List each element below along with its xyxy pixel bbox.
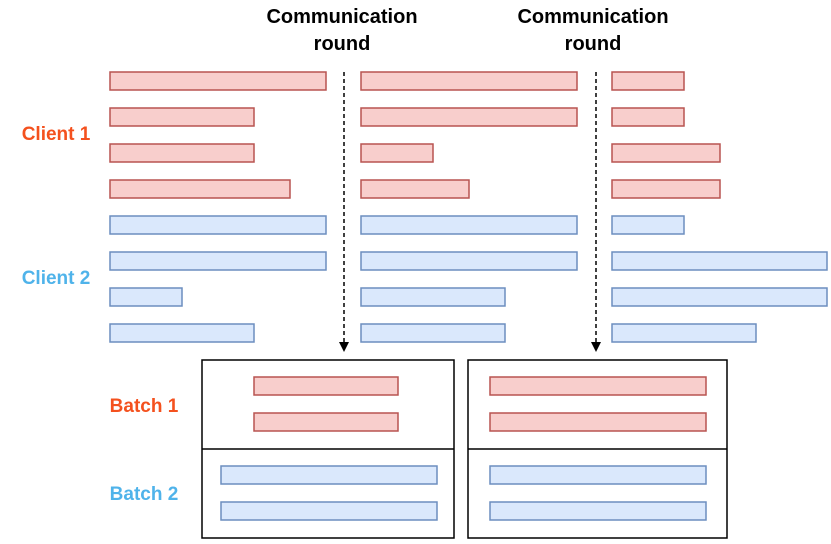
sequence-bar [611, 251, 828, 271]
sequence-bar [109, 143, 255, 163]
sequence-bar [109, 323, 255, 343]
round-1-title-line-1: Communication [266, 6, 417, 28]
sequence-bar [360, 179, 470, 199]
client-1-sequences [109, 71, 721, 199]
round-2-title-line-2: round [565, 33, 622, 55]
sequence-bar [360, 215, 578, 235]
sequence-bar [360, 287, 506, 307]
round-1-title-line-2: round [314, 33, 371, 55]
batch-2-round-2-sequences [489, 465, 707, 521]
sequence-bar [489, 465, 707, 485]
sequence-bar [360, 107, 578, 127]
sequence-bar [109, 287, 183, 307]
sequence-bar [611, 107, 685, 127]
batch-box-round-1 [201, 359, 455, 539]
round-2-title-line-1: Communication [517, 6, 668, 28]
batch-2-round-1-sequences [220, 465, 438, 521]
sequence-bar [360, 143, 434, 163]
sequence-bar [489, 376, 707, 396]
sequence-bar [360, 323, 506, 343]
sequence-bar [220, 465, 438, 485]
client-2-sequences [109, 215, 828, 343]
sequence-bar [109, 179, 291, 199]
client-2-label: Client 2 [22, 268, 91, 289]
sequence-bar [220, 501, 438, 521]
batch-box-round-2 [467, 359, 728, 539]
sequence-bar [253, 376, 399, 396]
sequence-bar [489, 501, 707, 521]
sequence-bar [611, 179, 721, 199]
sequence-bar [611, 71, 685, 91]
sequence-bar [611, 215, 685, 235]
batch-2-label: Batch 2 [110, 484, 179, 505]
sequence-bar [360, 71, 578, 91]
sequence-bar [489, 412, 707, 432]
batch-1-label: Batch 1 [110, 396, 179, 417]
sequence-bar [611, 323, 757, 343]
sequence-bar [109, 251, 327, 271]
sequence-bar [253, 412, 399, 432]
sequence-bar [109, 71, 327, 91]
sequence-bar [360, 251, 578, 271]
sequence-bar [109, 215, 327, 235]
sequence-bar [611, 287, 828, 307]
batch-1-round-2-sequences [489, 376, 707, 432]
client-1-label: Client 1 [22, 124, 91, 145]
batch-1-round-1-sequences [253, 376, 399, 432]
sequence-bar [109, 107, 255, 127]
sequence-bar [611, 143, 721, 163]
